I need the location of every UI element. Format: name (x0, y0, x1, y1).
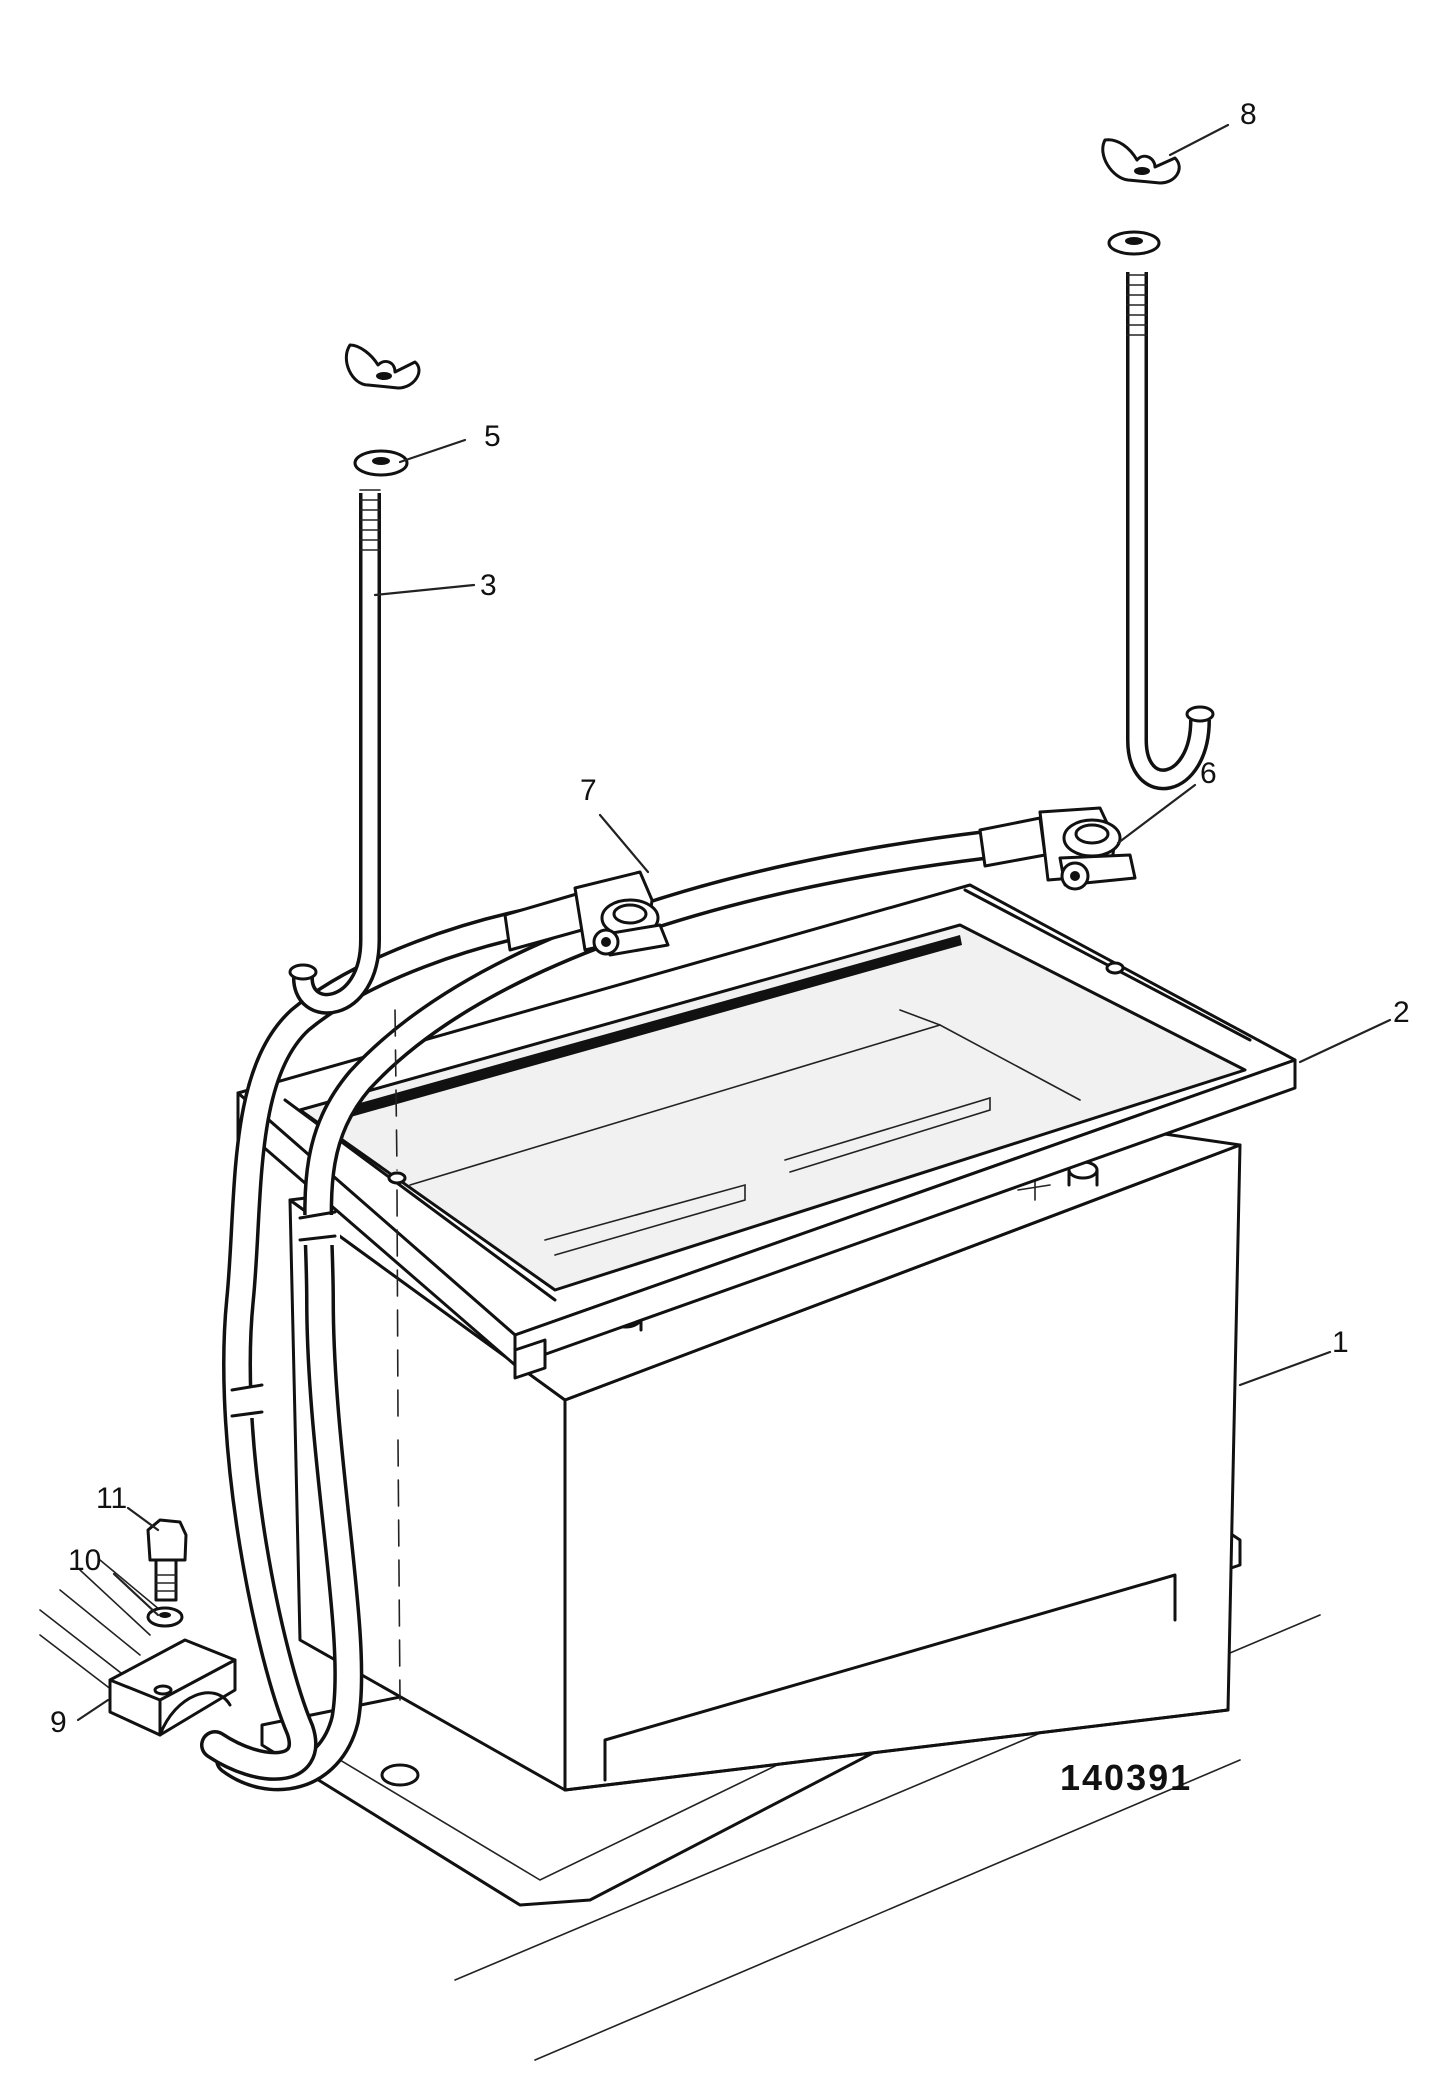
j-bolt-right (1126, 272, 1215, 791)
callout-9: 9 (50, 1706, 67, 1739)
callout-6: 6 (1200, 757, 1217, 790)
callout-2: 2 (1393, 996, 1410, 1029)
figure-reference-number: 140391 (1060, 1757, 1192, 1798)
callout-7: 7 (580, 774, 597, 807)
leader-lines (76, 123, 1392, 1722)
callout-10: 10 (68, 1544, 101, 1577)
callout-8: 8 (1240, 98, 1257, 131)
battery-clamp-frame (236, 883, 1297, 1380)
washer-right (1107, 230, 1161, 256)
terminal-clamp-right (978, 806, 1137, 891)
callout-5: 5 (484, 420, 501, 453)
callout-11: 11 (96, 1482, 127, 1515)
callout-3: 3 (480, 569, 497, 602)
wing-nut-right (1101, 138, 1181, 185)
cable-clip-assembly (39, 1518, 237, 1737)
washer-left (353, 449, 409, 477)
callout-1: 1 (1332, 1326, 1349, 1359)
terminal-clamp-left (503, 870, 670, 957)
j-bolt-left (288, 489, 381, 1015)
wing-nut-left (344, 343, 421, 390)
callout-labels: 1 2 3 5 6 7 8 9 10 11 (50, 98, 1410, 1739)
